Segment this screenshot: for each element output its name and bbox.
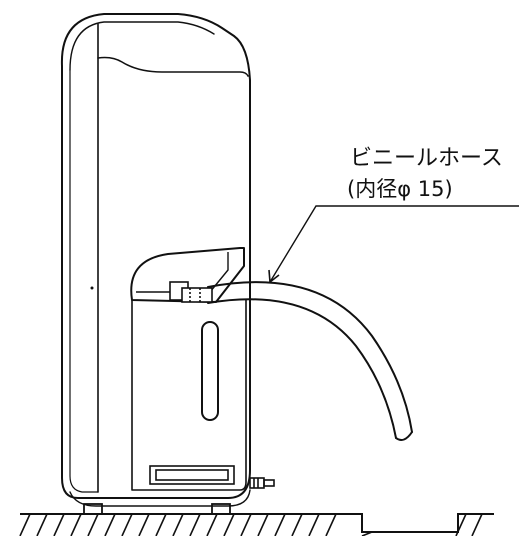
floor-hatch-stroke (53, 513, 65, 536)
floor-hatch-stroke (155, 513, 167, 536)
floor-hatch-stroke (87, 513, 99, 536)
hose-lower-edge (207, 298, 397, 439)
lower-cabinet-edge (131, 299, 247, 491)
floor-hatch-stroke (172, 513, 184, 536)
floor-hatch-stroke (121, 513, 133, 536)
appliance-body (60, 13, 251, 507)
callout-leader (268, 205, 519, 283)
floor-hatch-stroke (455, 513, 467, 536)
floor-hatch-stroke (240, 513, 252, 536)
floor-hatch-stroke (223, 513, 235, 536)
bottom-grille (149, 465, 235, 485)
floor-line (20, 513, 494, 533)
floor-hatch-stroke (257, 513, 269, 536)
back-panel-seam (69, 21, 215, 71)
floor-hatch-stroke (189, 513, 201, 536)
leader-arrowhead (268, 269, 280, 283)
top-wave-line (97, 56, 249, 77)
outlet-fitting (169, 281, 213, 303)
floor-hatch-stroke (361, 531, 373, 536)
side-dot-mark (90, 286, 94, 290)
bottom-trim (69, 489, 251, 507)
water-level-window (201, 321, 219, 421)
hose-upper-edge (207, 281, 413, 433)
floor-hatch-stroke (19, 513, 31, 536)
hose-end-cap (395, 431, 413, 441)
vinyl-hose (207, 281, 413, 441)
continuous-drain-nozzle (249, 477, 275, 489)
floor-hatch-stroke (138, 513, 150, 536)
floor-hatch-stroke (325, 513, 337, 536)
floor-hatch-stroke (274, 513, 286, 536)
hose-label-line2: (内径φ 15) (347, 177, 453, 201)
floor-hatch-stroke (206, 513, 218, 536)
appliance-outer-outline (60, 13, 251, 499)
floor-hatch-stroke (291, 513, 303, 536)
floor-hatch-stroke (70, 513, 82, 536)
floor-hatch-stroke (36, 513, 48, 536)
floor-hatching (19, 513, 483, 536)
floor-hatch-stroke (308, 513, 320, 536)
hose-label-line1: ビニールホース (350, 146, 503, 171)
side-panel-inner-line (69, 69, 99, 493)
floor-hatch-stroke (104, 513, 116, 536)
floor-hatch-stroke (471, 513, 483, 536)
